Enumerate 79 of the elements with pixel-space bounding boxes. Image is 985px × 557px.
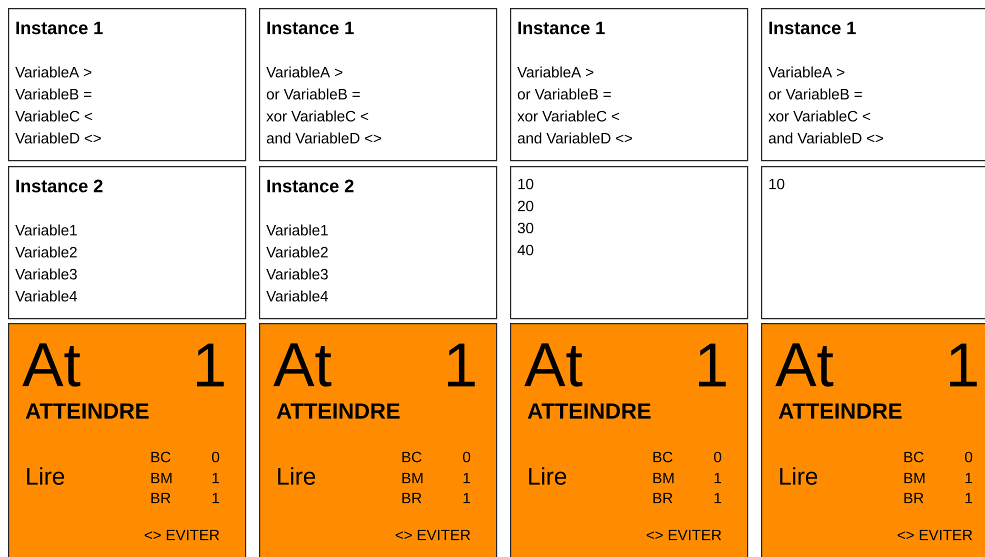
bit-label: BM: [653, 472, 674, 484]
bit-label: BM: [151, 472, 172, 484]
bit-label: BC: [402, 452, 422, 462]
text-line: VariableA >: [517, 66, 594, 78]
text-line: or VariableB =: [266, 88, 360, 100]
action-number: 1: [197, 344, 224, 386]
action-name: ATTEINDRE: [778, 403, 902, 419]
text-line: VariableA >: [266, 66, 342, 78]
action-code: At: [273, 343, 332, 387]
text-line: or VariableB =: [768, 88, 862, 100]
mode-label: Lire: [27, 467, 64, 485]
bit-value: 0: [714, 452, 722, 462]
bit-label: BC: [653, 452, 672, 462]
text-line: 10: [518, 178, 534, 190]
action-number: 1: [950, 344, 977, 386]
action-name: ATTEINDRE: [528, 403, 651, 419]
bit-value: 1: [714, 492, 722, 504]
text-line: or VariableB =: [518, 88, 611, 100]
text-line: Variable3: [15, 268, 77, 280]
bit-label: BM: [402, 472, 422, 484]
text-line: Variable1: [15, 224, 77, 236]
text-line: 40: [518, 244, 534, 256]
bit-value: 1: [212, 472, 220, 484]
bit-value: 0: [965, 452, 972, 462]
action-name: ATTEINDRE: [276, 403, 400, 419]
text-line: xor VariableC <: [266, 110, 368, 122]
text-line: xor VariableC <: [517, 110, 620, 122]
avoid-label: <> EVITER: [898, 530, 972, 540]
avoid-label: <> EVITER: [144, 530, 220, 540]
bit-label: BC: [151, 452, 170, 462]
text-line: VariableD <>: [15, 132, 101, 144]
action-name: ATTEINDRE: [26, 403, 149, 419]
avoid-label: <> EVITER: [646, 530, 722, 540]
text-line: Variable4: [15, 290, 78, 302]
bit-label: BR: [904, 492, 924, 504]
text-line: VariableA >: [768, 66, 844, 78]
text-line: Variable2: [266, 246, 328, 258]
bit-label: BR: [402, 492, 422, 504]
bit-value: 1: [212, 492, 220, 504]
bit-label: BR: [653, 492, 672, 504]
bit-value: 1: [966, 492, 972, 504]
bit-label: BR: [151, 492, 170, 504]
card-title: Instance 2: [267, 180, 354, 192]
mode-label: Lire: [529, 467, 566, 485]
action-code: At: [524, 343, 582, 387]
bit-label: BM: [904, 472, 924, 484]
text-line: and VariableD <>: [518, 132, 632, 144]
text-line: and VariableD <>: [266, 132, 382, 144]
text-line: Variable1: [266, 224, 328, 236]
text-line: VariableA >: [15, 66, 92, 78]
action-code: At: [22, 343, 80, 387]
card-title: Instance 1: [16, 22, 103, 34]
text-line: and VariableD <>: [768, 132, 884, 144]
action-code: At: [775, 343, 834, 387]
card-title: Instance 1: [267, 22, 354, 34]
text-line: Variable3: [266, 268, 328, 280]
text-line: VariableC <: [15, 110, 92, 122]
bit-value: 1: [966, 472, 972, 484]
bit-label: BC: [904, 452, 924, 462]
bit-value: 1: [464, 492, 470, 504]
text-line: 10: [769, 178, 784, 190]
mode-label: Lire: [780, 467, 818, 485]
bit-value: 0: [212, 452, 220, 462]
bit-value: 1: [714, 472, 722, 484]
action-number: 1: [448, 344, 475, 386]
bit-value: 1: [464, 472, 470, 484]
bit-value: 0: [463, 452, 470, 462]
text-line: Variable4: [266, 290, 328, 302]
action-number: 1: [699, 344, 726, 386]
card-title: Instance 1: [769, 22, 856, 34]
text-line: Variable2: [15, 246, 77, 258]
text-line: 30: [518, 222, 534, 234]
text-line: xor VariableC <: [768, 110, 870, 122]
card-title: Instance 2: [16, 180, 102, 192]
mode-label: Lire: [278, 467, 316, 485]
text-line: 20: [518, 200, 534, 212]
card-title: Instance 1: [518, 22, 605, 34]
avoid-label: <> EVITER: [396, 530, 470, 540]
text-line: VariableB =: [15, 88, 92, 100]
